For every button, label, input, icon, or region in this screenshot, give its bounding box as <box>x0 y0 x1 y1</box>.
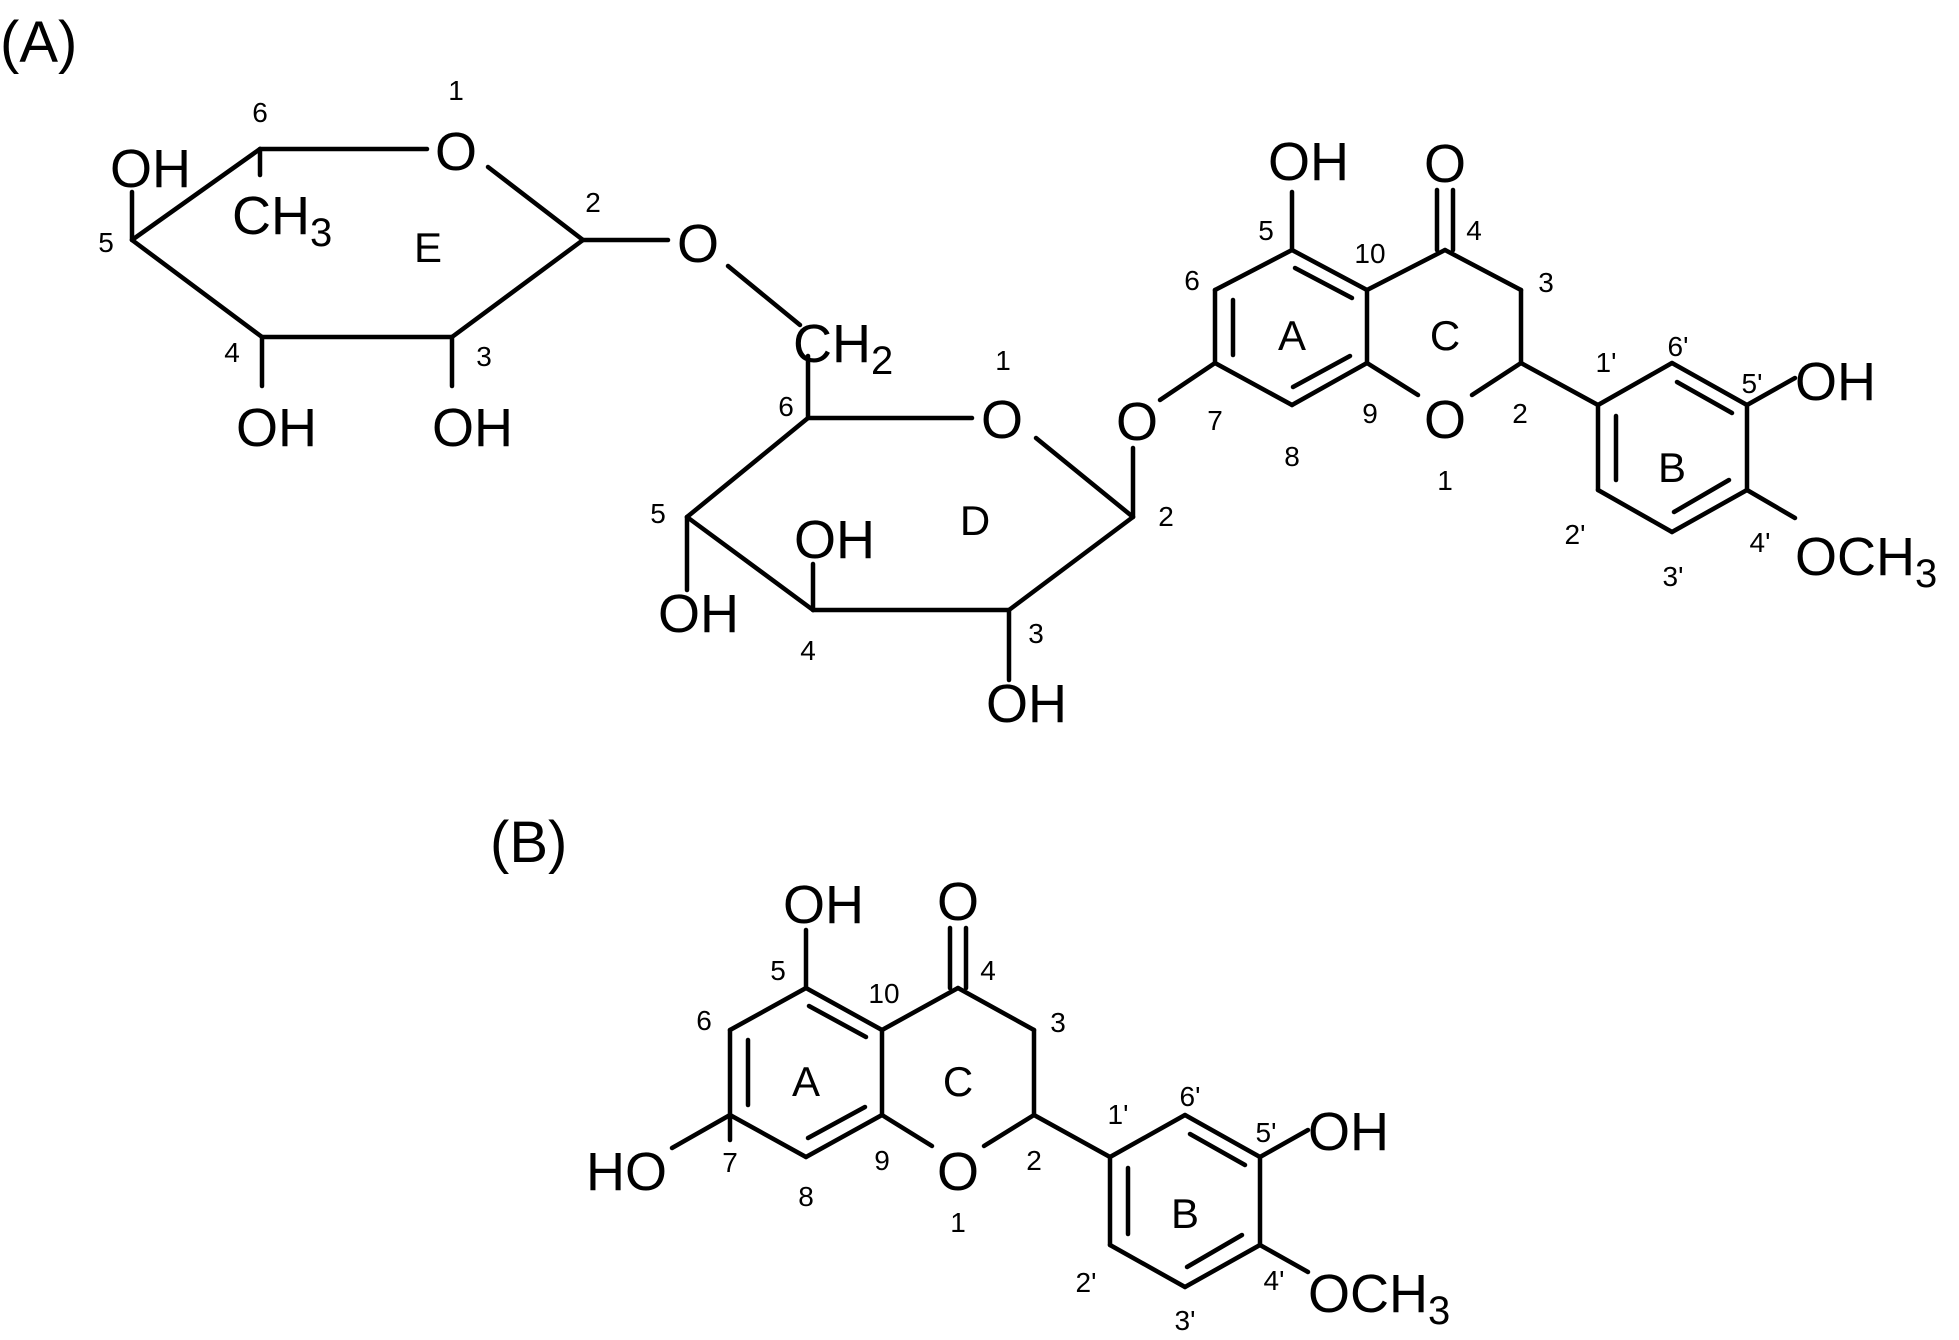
atom-label: O <box>435 122 477 182</box>
atom-label: OH <box>110 139 191 199</box>
position-number: 3 <box>1538 267 1554 298</box>
aglycone-b-bonds <box>669 925 1311 1290</box>
position-number: 9 <box>874 1145 890 1176</box>
position-number: 3 <box>476 341 492 372</box>
position-number: 6 <box>696 1005 712 1036</box>
position-number: 1 <box>448 75 464 106</box>
atom-label: O <box>1424 390 1466 450</box>
atom-label: OH <box>783 875 864 935</box>
position-number: 3' <box>1175 1305 1196 1336</box>
panel-b-atom-labels: OH O HO O OH OCH3 <box>586 872 1450 1333</box>
atom-label: OH <box>432 398 513 458</box>
atom-label: O <box>677 214 719 274</box>
position-number: 1' <box>1108 1099 1129 1130</box>
atom-label: O <box>1424 134 1466 194</box>
position-number: 5' <box>1742 368 1763 399</box>
ring-letter-b: B <box>1658 444 1686 491</box>
ring-letter-e: E <box>414 224 442 271</box>
position-number: 7 <box>1207 405 1223 436</box>
panel-a-atom-labels: O OH CH3 OH OH O CH2 O OH OH OH O OH O O… <box>110 122 1937 734</box>
ring-letter-d: D <box>960 497 990 544</box>
position-number: 5 <box>770 955 786 986</box>
position-number: 8 <box>1284 441 1300 472</box>
methoxy-label: OCH3 <box>1308 1264 1450 1333</box>
ring-letter-a: A <box>1278 312 1306 359</box>
position-number: 4 <box>980 955 996 986</box>
panel-label-a: (A) <box>0 10 77 75</box>
panel-b-position-numbers: 5 10 4 6 3 7 8 9 1 2 1' 6' 5' 2' 4' 3' <box>696 955 1284 1336</box>
atom-label: OH <box>794 510 875 570</box>
position-number: 5 <box>98 227 114 258</box>
atom-label: O <box>1116 392 1158 452</box>
position-number: 9 <box>1362 398 1378 429</box>
panel-label-b: (B) <box>490 810 567 875</box>
position-number: 4 <box>224 337 240 368</box>
methyl-label: CH3 <box>232 186 332 255</box>
position-number: 1' <box>1596 347 1617 378</box>
position-number: 2' <box>1076 1267 1097 1298</box>
position-number: 2 <box>1158 501 1174 532</box>
position-number: 4 <box>800 635 816 666</box>
position-number: 8 <box>798 1181 814 1212</box>
position-number: 4 <box>1466 215 1482 246</box>
position-number: 10 <box>1354 238 1385 269</box>
position-number: 1 <box>950 1207 966 1238</box>
panel-a-position-numbers: 1 6 2 5 4 3 1 6 5 2 4 3 5 10 4 6 3 7 8 9… <box>98 75 1770 666</box>
ring-letter-b: B <box>1171 1190 1199 1237</box>
atom-label: O <box>981 390 1023 450</box>
position-number: 1 <box>995 345 1011 376</box>
atom-label: O <box>937 872 979 932</box>
position-number: 4' <box>1264 1265 1285 1296</box>
position-number: 7 <box>722 1147 738 1178</box>
position-number: 6 <box>252 97 268 128</box>
atom-label: OH <box>1268 132 1349 192</box>
position-number: 2 <box>585 187 601 218</box>
atom-label: OH <box>236 398 317 458</box>
panel-a-ring-letters: E D A C B <box>414 224 1686 544</box>
atom-label: OH <box>986 674 1067 734</box>
position-number: 4' <box>1750 527 1771 558</box>
position-number: 2 <box>1512 398 1528 429</box>
panel-b-ring-letters: A C B <box>792 1058 1199 1237</box>
aglycone-a-bonds <box>1212 187 1798 535</box>
atom-label: O <box>937 1142 979 1202</box>
position-number: 5' <box>1256 1117 1277 1148</box>
position-number: 2 <box>1026 1145 1042 1176</box>
methoxy-label: OCH3 <box>1795 527 1937 596</box>
atom-label: OH <box>658 584 739 644</box>
methylene-label: CH2 <box>793 314 893 383</box>
position-number: 5 <box>1258 215 1274 246</box>
position-number: 3' <box>1663 561 1684 592</box>
position-number: 2' <box>1565 519 1586 550</box>
panel-b-structure: OH O HO O OH OCH3 A C B 5 10 4 6 3 7 8 9… <box>586 872 1450 1336</box>
ring-letter-c: C <box>943 1058 973 1105</box>
ring-d-bonds <box>684 360 1218 683</box>
atom-label: OH <box>1795 352 1876 412</box>
position-number: 6' <box>1668 331 1689 362</box>
position-number: 6 <box>1184 265 1200 296</box>
panel-a-structure: O OH CH3 OH OH O CH2 O OH OH OH O OH O O… <box>98 75 1937 734</box>
ring-letter-c: C <box>1430 312 1460 359</box>
ring-e-bonds <box>129 146 811 421</box>
atom-label: OH <box>1308 1102 1389 1162</box>
position-number: 3 <box>1028 618 1044 649</box>
ring-letter-a: A <box>792 1058 820 1105</box>
position-number: 6 <box>778 391 794 422</box>
atom-label: HO <box>586 1142 667 1202</box>
position-number: 3 <box>1050 1007 1066 1038</box>
position-number: 10 <box>868 978 899 1009</box>
position-number: 1 <box>1437 465 1453 496</box>
position-number: 5 <box>650 498 666 529</box>
position-number: 6' <box>1180 1081 1201 1112</box>
